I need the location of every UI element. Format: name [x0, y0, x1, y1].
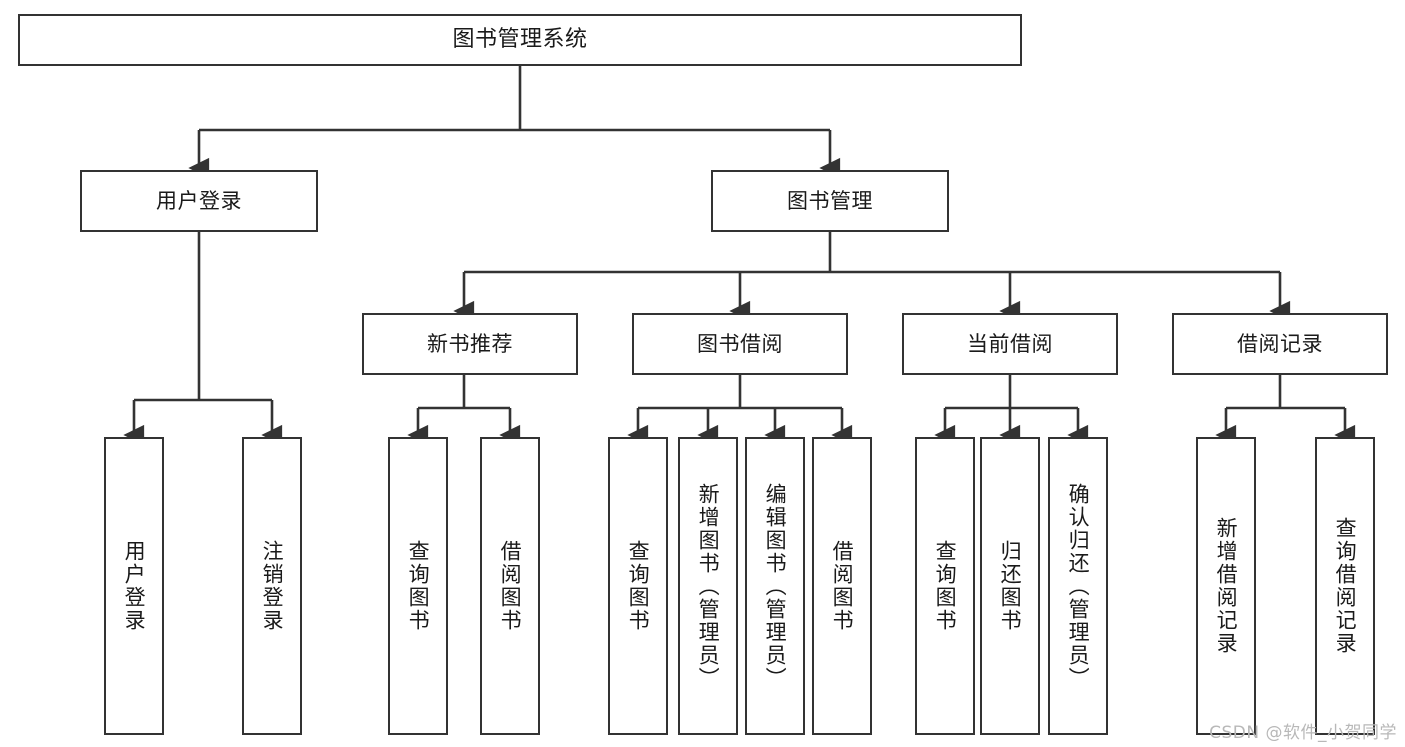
- node-label: 借阅记录: [1237, 331, 1323, 356]
- leaf-query-borrow-record[interactable]: 查询借阅记录: [1315, 437, 1375, 735]
- leaf-confirm-return-admin[interactable]: 确认归还（管理员）: [1048, 437, 1108, 735]
- node-label: 用户登录: [156, 188, 242, 213]
- node-label: 确认归还（管理员）: [1066, 482, 1091, 690]
- node-user-login[interactable]: 用户登录: [80, 170, 318, 232]
- leaf-query-book-new[interactable]: 查询图书: [388, 437, 448, 735]
- node-label: 新书推荐: [427, 331, 513, 356]
- node-label: 注销登录: [260, 540, 285, 632]
- leaf-return-book[interactable]: 归还图书: [980, 437, 1040, 735]
- node-label: 图书借阅: [697, 331, 783, 356]
- node-label: 编辑图书（管理员）: [763, 482, 788, 690]
- leaf-borrow-book-new[interactable]: 借阅图书: [480, 437, 540, 735]
- node-borrow-record[interactable]: 借阅记录: [1172, 313, 1388, 375]
- leaf-borrow-book[interactable]: 借阅图书: [812, 437, 872, 735]
- node-label: 新增图书（管理员）: [696, 482, 721, 690]
- node-new-book-recommend[interactable]: 新书推荐: [362, 313, 578, 375]
- leaf-edit-book-admin[interactable]: 编辑图书（管理员）: [745, 437, 805, 735]
- leaf-add-book-admin[interactable]: 新增图书（管理员）: [678, 437, 738, 735]
- node-label: 图书管理: [787, 188, 873, 213]
- node-current-borrow[interactable]: 当前借阅: [902, 313, 1118, 375]
- leaf-add-borrow-record[interactable]: 新增借阅记录: [1196, 437, 1256, 735]
- leaf-query-book-current[interactable]: 查询图书: [915, 437, 975, 735]
- node-root-book-management-system[interactable]: 图书管理系统: [18, 14, 1022, 66]
- node-label: 当前借阅: [967, 331, 1053, 356]
- node-label: 用户登录: [122, 540, 147, 632]
- node-label: 查询图书: [406, 540, 431, 632]
- node-label: 查询图书: [933, 540, 958, 632]
- node-label: 查询借阅记录: [1333, 517, 1358, 655]
- node-label: 借阅图书: [830, 540, 855, 632]
- leaf-query-book-borrow[interactable]: 查询图书: [608, 437, 668, 735]
- node-label: 借阅图书: [498, 540, 523, 632]
- leaf-user-login[interactable]: 用户登录: [104, 437, 164, 735]
- node-label: 归还图书: [998, 540, 1023, 632]
- node-label: 图书管理系统: [452, 27, 588, 53]
- leaf-logout[interactable]: 注销登录: [242, 437, 302, 735]
- node-label: 新增借阅记录: [1214, 517, 1239, 655]
- node-book-management[interactable]: 图书管理: [711, 170, 949, 232]
- node-label: 查询图书: [626, 540, 651, 632]
- csdn-watermark: CSDN @软件_小贺同学: [1209, 723, 1397, 743]
- node-book-borrow[interactable]: 图书借阅: [632, 313, 848, 375]
